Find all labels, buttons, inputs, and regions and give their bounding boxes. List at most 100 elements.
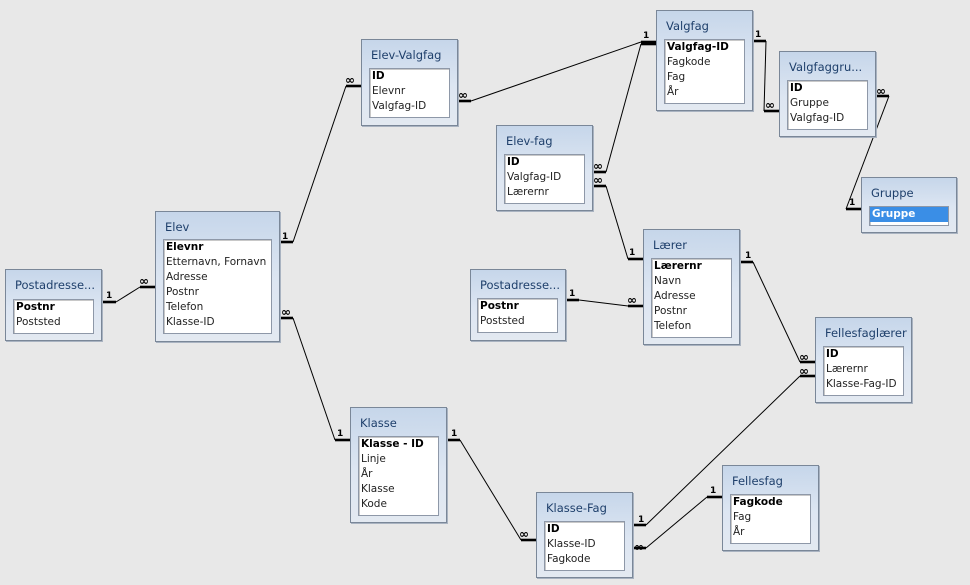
field-item[interactable]: Klasse: [361, 483, 395, 495]
table-title: Postadresse...: [480, 278, 560, 292]
field-list[interactable]: ID Valgfag-ID Lærernr: [504, 154, 585, 204]
field-item[interactable]: Lærernr: [826, 363, 868, 375]
field-item[interactable]: Valgfag-ID: [790, 112, 845, 124]
field-item[interactable]: ID: [790, 82, 803, 94]
field-item[interactable]: År: [733, 526, 745, 538]
field-item[interactable]: Lærernr: [507, 186, 549, 198]
field-item[interactable]: Postnr: [16, 301, 55, 313]
field-item[interactable]: År: [667, 86, 679, 98]
rel-postnr-elev: [115, 286, 141, 303]
field-item[interactable]: Valgfag-ID: [667, 41, 729, 53]
field-item[interactable]: ID: [507, 156, 520, 168]
field-item[interactable]: Linje: [361, 453, 386, 465]
cardinality-one-label: 1: [710, 486, 717, 496]
field-item[interactable]: Gruppe: [870, 207, 948, 222]
field-item[interactable]: Telefon: [654, 320, 692, 332]
field-item[interactable]: Gruppe: [790, 97, 829, 109]
field-item[interactable]: Fagkode: [667, 56, 711, 68]
rel-valgfag-elevfag: [605, 43, 642, 173]
cardinality-one-label: 1: [643, 31, 650, 41]
cardinality-one-label: 1: [106, 291, 113, 301]
cardinality-many-label: ∞: [458, 88, 468, 102]
cardinality-one-label: 1: [451, 429, 458, 439]
cardinality-many-label: ∞: [281, 305, 291, 319]
table-title: Postadresse...: [15, 278, 95, 292]
table-title: Lærer: [653, 238, 687, 252]
rel-elev-elevvalgfag: [292, 85, 347, 243]
rel-valgfag-valgfaggruppe: [763, 40, 767, 112]
rel-elevfag-laerer: [605, 185, 629, 260]
table-title: Valgfaggru...: [789, 60, 863, 74]
field-item[interactable]: Fag: [733, 511, 752, 523]
field-item[interactable]: Telefon: [166, 301, 204, 313]
field-item[interactable]: Postnr: [480, 300, 519, 312]
field-item[interactable]: ID: [547, 523, 560, 535]
field-item[interactable]: Elevnr: [166, 241, 204, 253]
field-item[interactable]: Lærernr: [654, 260, 702, 272]
field-item[interactable]: Klasse - ID: [361, 438, 424, 450]
cardinality-many-label: ∞: [765, 98, 775, 112]
field-item[interactable]: Poststed: [16, 316, 61, 328]
field-item[interactable]: Etternavn, Fornavn: [166, 256, 267, 268]
field-item[interactable]: Adresse: [654, 290, 696, 302]
cardinality-one-label: 1: [849, 198, 856, 208]
field-item[interactable]: År: [361, 468, 373, 480]
rel-valgfaggruppe-gruppe: [845, 95, 890, 210]
field-item[interactable]: Fagkode: [733, 496, 783, 508]
cardinality-many-label: ∞: [593, 159, 603, 173]
field-item[interactable]: Postnr: [654, 305, 687, 317]
cardinality-one-label: 1: [569, 289, 576, 299]
cardinality-many-label: ∞: [799, 350, 809, 364]
field-list[interactable]: ID Klasse-ID Fagkode: [544, 521, 625, 571]
rel-elev-klasse: [292, 317, 336, 441]
field-item[interactable]: Adresse: [166, 271, 208, 283]
field-item[interactable]: Klasse-ID: [166, 316, 215, 328]
field-item[interactable]: ID: [372, 70, 385, 82]
field-item[interactable]: Postnr: [166, 286, 199, 298]
field-item[interactable]: Navn: [654, 275, 682, 287]
rel-laerer-fellesfaglaerer: [752, 261, 801, 363]
table-title: Elev-Valgfag: [371, 48, 442, 62]
field-item[interactable]: Klasse-Fag-ID: [826, 378, 897, 390]
field-item[interactable]: Fagkode: [547, 553, 591, 565]
table-title: Fellesfag: [732, 474, 783, 488]
field-item[interactable]: Fag: [667, 71, 686, 83]
field-item[interactable]: ID: [826, 348, 839, 360]
cardinality-many-label: ∞: [593, 173, 603, 187]
field-list[interactable]: Gruppe: [869, 206, 949, 226]
field-item[interactable]: Valgfag-ID: [372, 100, 427, 112]
field-item[interactable]: Elevnr: [372, 85, 406, 97]
field-item[interactable]: Klasse-ID: [547, 538, 596, 550]
field-item[interactable]: Poststed: [480, 315, 525, 327]
table-title: Klasse: [360, 416, 397, 430]
cardinality-one-label: 1: [629, 248, 636, 258]
field-item[interactable]: Kode: [361, 498, 387, 510]
field-item[interactable]: Valgfag-ID: [507, 171, 562, 183]
cardinality-many-label: ∞: [627, 293, 637, 307]
